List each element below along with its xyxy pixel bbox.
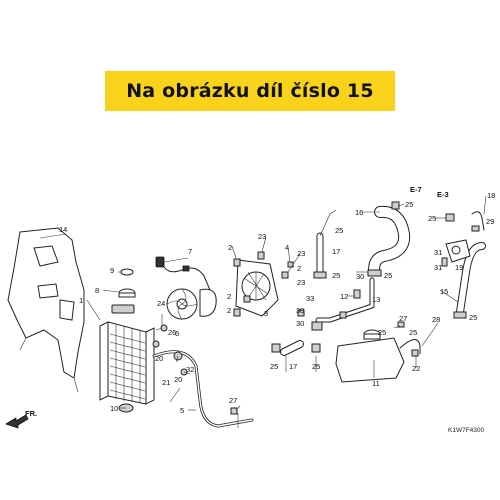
- ref-e7: E-7: [410, 185, 422, 194]
- label-27-a: 27: [399, 314, 407, 323]
- label-21: 21: [162, 378, 170, 387]
- label-25-a: 25: [335, 226, 343, 235]
- label-25-g: 25: [378, 328, 386, 337]
- label-27-b: 27: [229, 396, 237, 405]
- label-2-d: 2: [227, 306, 231, 315]
- label-10: 10: [110, 404, 118, 413]
- label-28: 28: [432, 315, 440, 324]
- label-3: 3: [264, 309, 268, 318]
- label-29-b: 29: [486, 217, 494, 226]
- fan-wire: [155, 256, 211, 291]
- lower-hose: [152, 350, 254, 428]
- label-25-e: 25: [428, 214, 436, 223]
- label-30-b: 30: [296, 319, 304, 328]
- reserve-tank: [335, 321, 421, 383]
- label-31-b: 31: [434, 263, 442, 272]
- label-2-c: 2: [227, 292, 231, 301]
- label-6: 6: [175, 329, 179, 338]
- label-33: 33: [306, 294, 314, 303]
- label-25-d: 25: [384, 271, 392, 280]
- label-24: 24: [157, 299, 165, 308]
- label-11: 11: [372, 379, 380, 388]
- label-14: 14: [59, 225, 67, 234]
- label-25-f: 25: [469, 313, 477, 322]
- label-31-a: 31: [434, 248, 442, 257]
- label-30-a: 30: [296, 306, 304, 315]
- cap-seal: [120, 268, 134, 276]
- label-25-j: 25: [312, 362, 320, 371]
- label-22: 22: [412, 364, 420, 373]
- diagram-code: K1W7F4300: [448, 427, 485, 434]
- label-8: 8: [95, 286, 99, 295]
- label-2-a: 2: [228, 243, 232, 252]
- label-17-b: 17: [289, 362, 297, 371]
- part-labels: 14 1 8 9 10 5 7 6 24 26 20 20 32 21 2 23…: [59, 191, 495, 434]
- label-9: 9: [110, 266, 114, 275]
- label-20-a: 20: [155, 354, 163, 363]
- label-4: 4: [285, 243, 289, 252]
- part-15-hose: [453, 242, 486, 319]
- label-20: 20: [174, 375, 182, 384]
- shroud-panel: [7, 227, 85, 393]
- short-hose-29: [271, 340, 321, 356]
- label-23-a: 23: [258, 232, 266, 241]
- leader-lines: [39, 195, 487, 428]
- label-1: 1: [79, 296, 83, 305]
- fan-motor: [166, 288, 217, 320]
- upper-hose: [313, 232, 327, 279]
- radiator-cap: [118, 288, 136, 298]
- ref-e3: E-3: [437, 190, 449, 199]
- part-banner: Na obrázku díl číslo 15: [105, 71, 395, 111]
- water-pipe: [311, 277, 375, 331]
- label-13: 13: [372, 295, 380, 304]
- label-18: 18: [487, 191, 495, 200]
- front-arrow: FR.: [5, 409, 37, 429]
- label-25-i: 25: [270, 362, 278, 371]
- main-hose: [367, 201, 411, 277]
- fan-shroud: [235, 259, 279, 317]
- thermo-bracket: [441, 211, 485, 267]
- label-15: 15: [440, 287, 448, 296]
- label-23-c: 23: [297, 278, 305, 287]
- label-2-b: 2: [297, 264, 301, 273]
- label-17: 17: [332, 247, 340, 256]
- label-5: 5: [180, 406, 184, 415]
- label-32: 32: [186, 365, 194, 374]
- label-26: 26: [168, 328, 176, 337]
- label-25-h: 25: [409, 328, 417, 337]
- label-7: 7: [188, 247, 192, 256]
- banner-text: Na obrázku díl číslo 15: [126, 80, 374, 102]
- radiator: [99, 304, 155, 405]
- label-25-b: 25: [332, 271, 340, 280]
- front-label: FR.: [25, 409, 37, 418]
- label-19: 19: [455, 263, 463, 272]
- label-23-b: 23: [297, 249, 305, 258]
- label-30-c: 30: [356, 272, 364, 281]
- label-25-c: 25: [405, 200, 413, 209]
- bolts: [152, 251, 305, 415]
- label-16: 16: [355, 208, 363, 217]
- label-12: 12: [340, 292, 348, 301]
